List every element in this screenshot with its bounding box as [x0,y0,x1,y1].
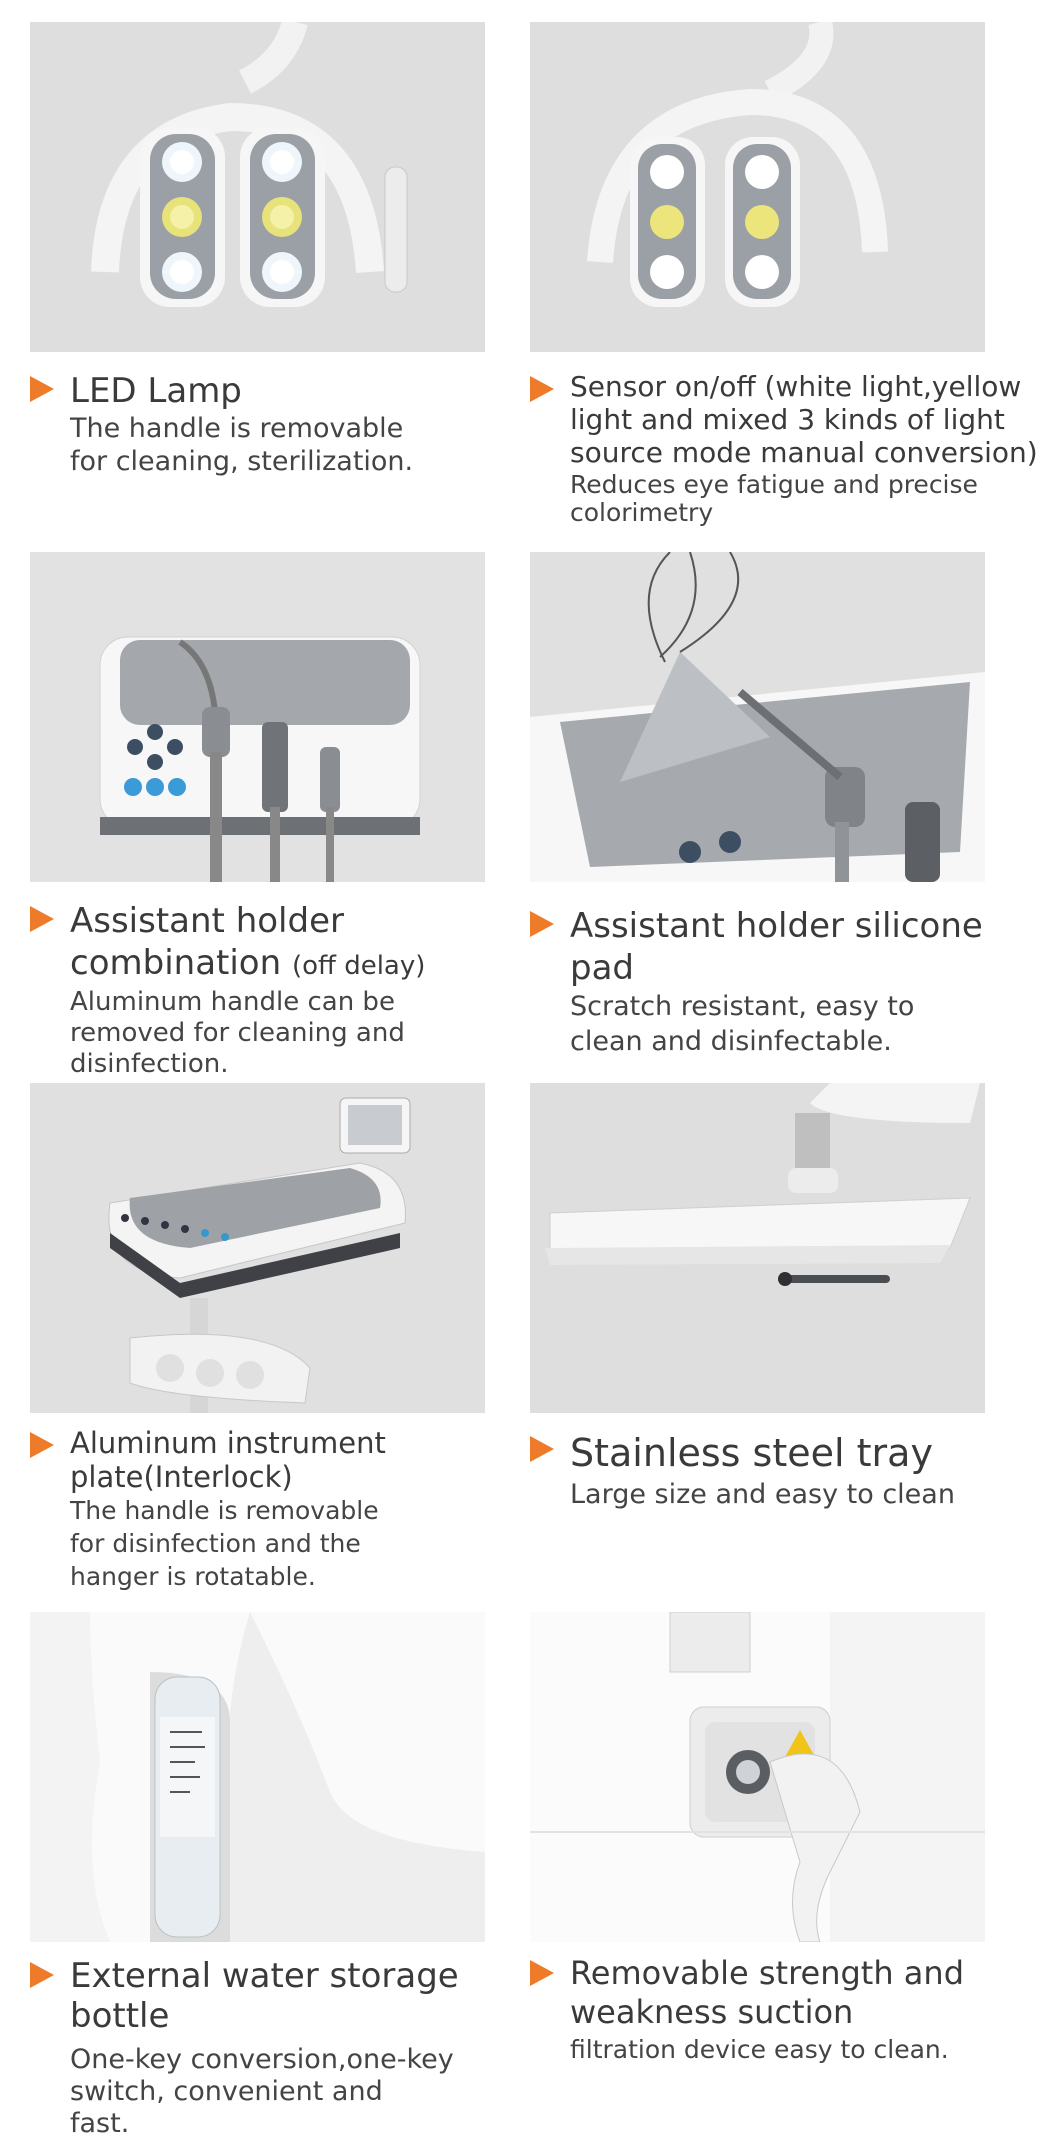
orange-arrow-icon [530,376,554,402]
water-bottle-photo [30,1612,485,1942]
orange-arrow-icon [530,1960,554,1986]
steel-tray-caption: Stainless steel tray Large size and easy… [530,1430,1050,1514]
orange-arrow-icon [30,376,54,402]
feature-title: Assistant holder combination (off delay) [70,900,550,987]
silicone-pad-caption: Assistant holder silicone pad Scratch re… [530,905,1050,1059]
assistant-holder-caption: Assistant holder combination (off delay)… [30,900,550,1080]
sensor-caption: Sensor on/off (white light,yellow light … [530,370,1050,527]
orange-arrow-icon [530,911,554,937]
instrument-plate-photo [30,1083,485,1413]
silicone-pad-photo [530,552,985,882]
feature-title: Sensor on/off (white light,yellow light … [570,370,1038,469]
feature-description: One-key conversion,one-key switch, conve… [70,2044,454,2139]
suction-device-photo [530,1612,985,1942]
orange-arrow-icon [30,1432,54,1458]
orange-arrow-icon [530,1436,554,1462]
led-lamp-caption: LED Lamp The handle is removable for cle… [30,370,550,478]
suction-device-caption: Removable strength and weakness suction … [530,1954,1050,2068]
feature-title: Aluminum instrument plate(Interlock) [70,1426,386,1494]
feature-title: Stainless steel tray [570,1431,933,1475]
instrument-plate-caption: Aluminum instrument plate(Interlock) The… [30,1426,550,1593]
feature-title: External water storage bottle [70,1956,459,2036]
assistant-holder-photo [30,552,485,882]
led-lamp-side-photo [530,22,985,352]
feature-title-suffix: (off delay) [291,951,426,981]
feature-description: Scratch resistant, easy to clean and dis… [570,991,915,1057]
feature-title-main: Assistant holder combination [70,901,344,983]
water-bottle-caption: External water storage bottle One-key co… [30,1956,550,2140]
orange-arrow-icon [30,1962,54,1988]
steel-tray-photo [530,1083,985,1413]
feature-title: Removable strength and weakness suction [570,1954,964,2031]
feature-title: Assistant holder silicone pad [570,906,983,988]
feature-title: LED Lamp [70,371,242,411]
feature-description: Reduces eye fatigue and precise colorime… [570,470,978,527]
led-lamp-photo [30,22,485,352]
feature-description: Aluminum handle can be removed for clean… [70,987,405,1079]
feature-description: The handle is removable for disinfection… [70,1496,379,1591]
feature-description: filtration device easy to clean. [570,2035,949,2064]
feature-description: Large size and easy to clean [570,1479,955,1510]
orange-arrow-icon [30,906,54,932]
feature-description: The handle is removable for cleaning, st… [70,413,414,477]
